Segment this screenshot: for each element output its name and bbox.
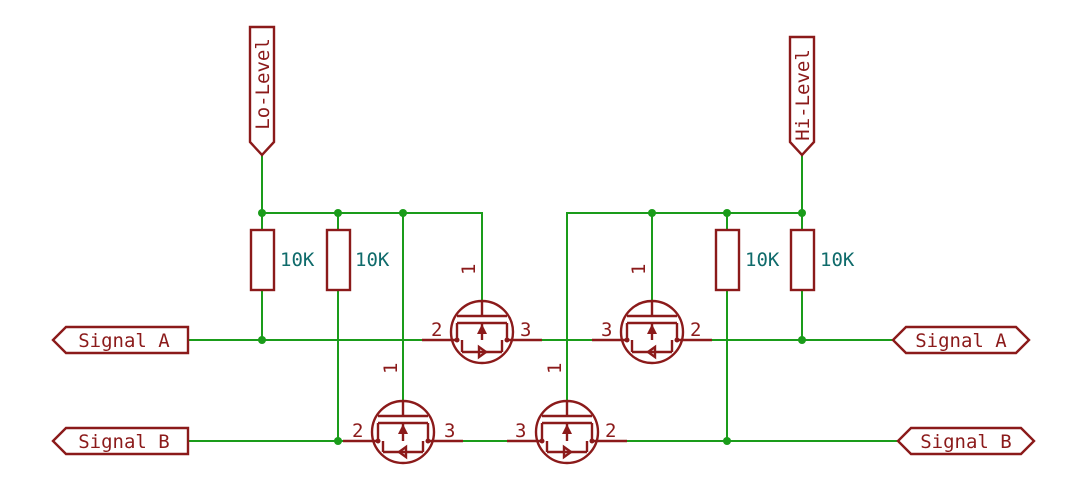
mosfet-q2-right-pin-num: 2 (690, 319, 701, 341)
mosfet-q2-body (619, 299, 685, 365)
junction-dot (648, 209, 656, 217)
resistor-r1-body (249, 228, 276, 292)
mosfet-q1-left-pin-num: 2 (431, 319, 442, 341)
mosfet-q4-diode (562, 444, 574, 460)
mosfet-q4 (507, 399, 627, 465)
mosfet-q1-node (454, 337, 460, 343)
mosfet-q2 (592, 299, 712, 365)
mosfet-q2-left-pin-num: 3 (601, 319, 612, 341)
resistor-r3: 10K (714, 228, 780, 292)
signal-b-left-shape (51, 426, 190, 456)
mosfet-q4-right-pin-num: 2 (605, 420, 616, 442)
signal-a-right-shape (891, 325, 1031, 355)
resistor-r3-value: 10K (745, 249, 780, 271)
mosfet-q4-body (534, 399, 600, 465)
signal-a-left-text: Signal A (78, 330, 170, 352)
resistor-r2: 10K (325, 228, 390, 292)
signal-b-right-shape (896, 426, 1036, 456)
mosfet-q3 (343, 399, 463, 465)
junction-dot (723, 209, 731, 217)
mosfet-q2-node (674, 337, 680, 343)
lo-level-flag-shape (248, 25, 276, 157)
lo-level-flag: Lo-Level (248, 25, 276, 157)
junction-dot (334, 437, 342, 445)
signal-a-right-text: Signal A (915, 330, 1007, 352)
mosfet-q2-node (624, 337, 630, 343)
mosfet-q3-node (425, 438, 431, 444)
resistor-r2-value: 10K (355, 249, 390, 271)
hi-level-label: Hi-Level (792, 49, 814, 141)
signal-b-left-label: Signal B (51, 426, 190, 456)
mosfet-q3-left-pin-num: 2 (352, 420, 363, 442)
mosfet-q1-diode (477, 344, 489, 360)
signal-b-right-label: Signal B (896, 426, 1036, 456)
mosfet-q4-node (539, 438, 545, 444)
resistor-r1: 10K (249, 228, 315, 292)
mosfet-q4-gate-pin: 1 (544, 363, 566, 374)
junction-dot (798, 209, 806, 217)
resistor-r2-body (325, 228, 352, 292)
signal-a-left-label: Signal A (51, 325, 190, 355)
resistor-r4-body (789, 228, 816, 292)
resistor-r1-value: 10K (280, 249, 315, 271)
mosfet-q1-gate-pin: 1 (458, 264, 480, 275)
junction-dot (723, 437, 731, 445)
hi-level-flag-shape (788, 35, 816, 157)
signal-a-right-label: Signal A (891, 325, 1031, 355)
mosfet-q3-gate-pin: 1 (380, 363, 402, 374)
signal-b-left-text: Signal B (78, 431, 170, 453)
mosfet-q3-diode (396, 444, 408, 460)
lo-level-label: Lo-Level (252, 38, 274, 130)
mosfet-q4-node (589, 438, 595, 444)
junction-dot (798, 336, 806, 344)
junctions (258, 209, 806, 445)
junction-dot (399, 209, 407, 217)
mosfet-q2-gate-pin: 1 (628, 264, 650, 275)
resistor-r3-body (714, 228, 741, 292)
mosfet-q3-node (375, 438, 381, 444)
mosfet-q1 (422, 299, 542, 365)
junction-dot (334, 209, 342, 217)
wires (187, 154, 899, 442)
resistor-r4: 10K (789, 228, 855, 292)
mosfet-q3-right-pin-num: 3 (444, 420, 455, 442)
hi-level-flag: Hi-Level (788, 35, 816, 157)
mosfet-q2-diode (645, 344, 657, 360)
mosfet-q1-right-pin-num: 3 (520, 319, 531, 341)
signal-b-right-text: Signal B (920, 431, 1012, 453)
mosfet-q3-body (370, 399, 436, 465)
junction-dot (258, 336, 266, 344)
junction-dot (258, 209, 266, 217)
resistor-r4-value: 10K (820, 249, 855, 271)
mosfet-q1-body (449, 299, 515, 365)
signal-a-left-shape (51, 325, 190, 355)
mosfet-q1-node (504, 337, 510, 343)
mosfet-q4-left-pin-num: 3 (515, 420, 526, 442)
